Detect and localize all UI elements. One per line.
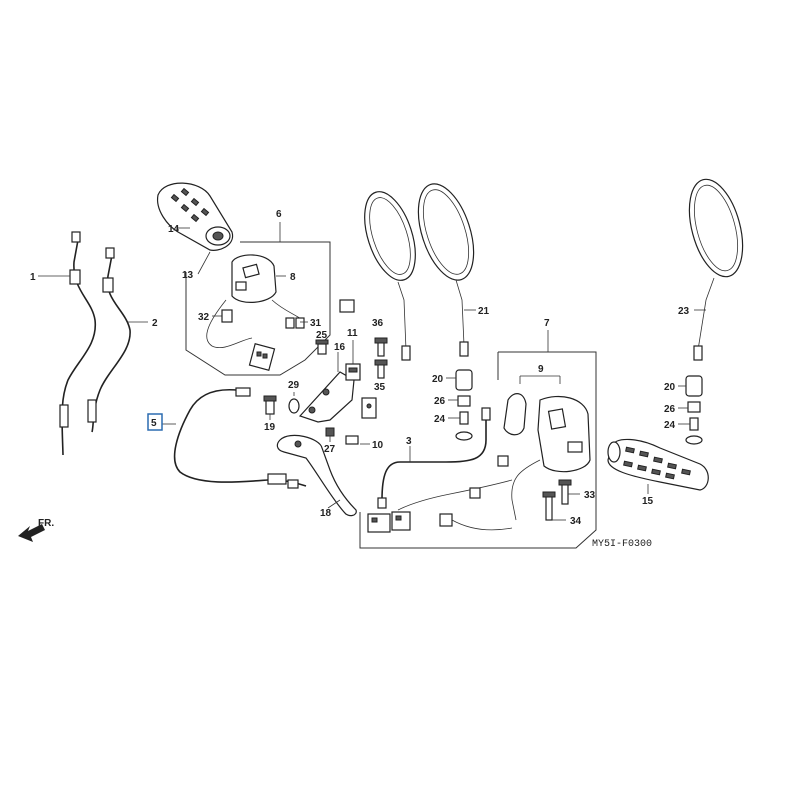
bolt-34 (542, 491, 556, 521)
nut-27 (325, 427, 335, 437)
callout-24-right: 24 (664, 420, 676, 431)
callout-24-left: 24 (434, 414, 446, 425)
bolt-19 (263, 395, 277, 415)
callout-34: 34 (570, 516, 582, 527)
diagram-code: MY5I-F0300 (592, 539, 652, 550)
callout-31: 31 (310, 318, 322, 329)
nut-26-right (687, 401, 701, 413)
callout-26-right: 26 (664, 404, 676, 415)
callout-1: 1 (30, 272, 36, 283)
grip-15 (607, 438, 709, 491)
bolt-33 (558, 479, 572, 505)
callout-5: 5 (151, 418, 157, 429)
callout-9: 9 (538, 364, 544, 375)
bolt-24-left (455, 411, 473, 441)
callout-19: 19 (264, 422, 276, 433)
callout-5-highlight (147, 413, 163, 431)
screw-25 (315, 339, 329, 355)
front-direction-label: FR. (38, 518, 54, 529)
left-switch-housing (206, 254, 305, 371)
lever-bracket (298, 371, 355, 423)
brake-cable-3 (377, 407, 491, 509)
callout-14: 14 (168, 224, 180, 235)
callout-2: 2 (152, 318, 158, 329)
callout-25: 25 (316, 330, 328, 341)
callout-3: 3 (406, 436, 412, 447)
washer-29 (288, 398, 300, 414)
adapter-20-right (685, 375, 703, 397)
mirror-left-small (364, 191, 416, 361)
right-switch-housing (503, 393, 591, 521)
screw-35 (374, 359, 388, 379)
callout-32: 32 (198, 312, 210, 323)
nut-26-left (457, 395, 471, 407)
callout-18: 18 (320, 508, 332, 519)
callout-36: 36 (372, 318, 384, 329)
callout-27: 27 (324, 444, 336, 455)
callout-11: 11 (347, 328, 358, 339)
screw-36 (374, 337, 388, 357)
clutch-cable-5 (173, 387, 307, 489)
bolt-24-right (685, 417, 703, 445)
clutch-lever (276, 434, 357, 517)
callout-20-right: 20 (664, 382, 676, 393)
callout-35: 35 (374, 382, 386, 393)
callout-8: 8 (290, 272, 296, 283)
assembly-box-6 (185, 241, 331, 376)
callout-23: 23 (678, 306, 690, 317)
assembly-box-7 (359, 351, 597, 549)
adapter-20-left (455, 369, 473, 391)
callout-21: 21 (478, 306, 490, 317)
mirror-nut (339, 299, 355, 313)
right-wiring-connectors (367, 455, 513, 533)
switch-10 (345, 397, 377, 445)
callout-7: 7 (544, 318, 550, 329)
callout-33: 33 (584, 490, 596, 501)
throttle-cable-2 (87, 247, 131, 433)
front-direction-arrow-icon (18, 524, 45, 542)
callout-10: 10 (372, 440, 384, 451)
callout-26-left: 26 (434, 396, 446, 407)
callout-13: 13 (182, 270, 194, 281)
callout-20-left: 20 (432, 374, 444, 385)
throttle-cable-1 (59, 231, 96, 456)
switch-11 (345, 363, 361, 381)
throttle-grip (156, 182, 234, 251)
callout-6: 6 (276, 209, 282, 220)
callout-29: 29 (288, 380, 300, 391)
mirror-21 (417, 183, 475, 357)
mirror-23 (688, 178, 744, 361)
callout-15: 15 (642, 496, 654, 507)
callout-16: 16 (334, 342, 346, 353)
